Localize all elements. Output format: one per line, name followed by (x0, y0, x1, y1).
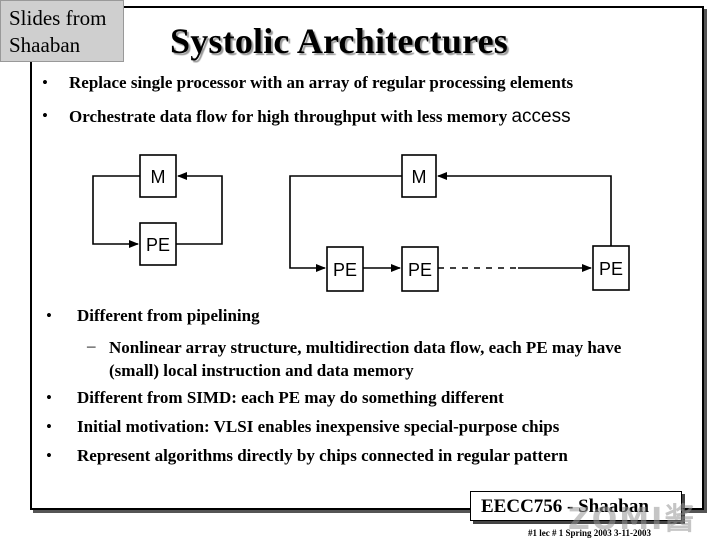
bullet-dot: • (46, 417, 52, 436)
pe-label: PE (408, 260, 432, 280)
bullet-dot: • (42, 106, 48, 125)
bullet-text: Represent algorithms directly by chips c… (77, 446, 568, 465)
pe-label: PE (146, 235, 170, 255)
diagram-labels: M PE M PE PE PE (146, 167, 623, 280)
pe-to-memory-arrow (176, 172, 223, 245)
bullet-text-tail: access (511, 106, 571, 127)
corner-note: Slides from Shaaban (0, 0, 124, 62)
sub-bullet-text: Nonlinear array structure, multidirectio… (109, 338, 622, 380)
pe-box (326, 246, 364, 292)
bullet-text: Different from pipelining (77, 306, 260, 325)
memory-label: M (151, 167, 166, 187)
left-diagram (92, 154, 223, 266)
right-diagram (289, 154, 630, 292)
pe-to-memory-arrow (437, 172, 612, 246)
bullet-text: Replace single processor with an array o… (69, 73, 574, 92)
pe-label: PE (599, 259, 623, 279)
lecture-meta: #1 lec # 1 Spring 2003 3-11-2003 (528, 528, 651, 538)
course-footer: EECC756 - Shaaban (470, 491, 682, 521)
pe-label: PE (333, 260, 357, 280)
bullet-text: Orchestrate data flow for high throughpu… (69, 107, 508, 126)
memory-to-pe-arrow (289, 175, 402, 272)
slide-frame (30, 6, 704, 510)
memory-to-pe-arrow (92, 175, 140, 248)
memory-label: M (412, 167, 427, 187)
pe-box (401, 246, 439, 292)
bullet-text: Initial motivation: VLSI enables inexpen… (77, 417, 560, 436)
bullet-text: Different from SIMD: each PE may do some… (77, 388, 504, 407)
bullet-dot: • (42, 73, 48, 92)
bullet-dot: • (46, 306, 52, 325)
watermark: ZOMI酱 (568, 502, 697, 537)
bullet-dot: • (46, 388, 52, 407)
sub-bullet-dash: – (87, 336, 96, 355)
bullet-dot: • (46, 446, 52, 465)
slide-title: Systolic Architectures (170, 21, 509, 61)
